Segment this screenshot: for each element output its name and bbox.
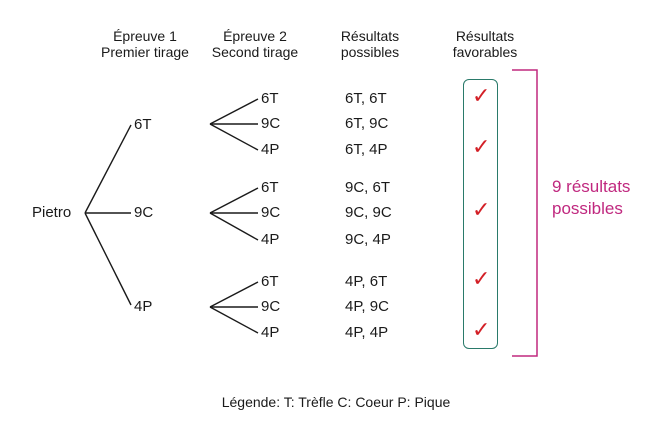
branch-root-4P <box>84 212 132 306</box>
outcome-9C-6T: 9C, 6T <box>345 179 391 196</box>
level2-label-g2-9C: 9C <box>261 204 281 221</box>
level2-label-g1-6T: 6T <box>261 90 279 107</box>
root-label: Pietro <box>32 204 72 221</box>
outcome-4P-6T: 4P, 6T <box>345 273 388 290</box>
branch-9C-4P <box>209 212 259 241</box>
level2-label-g3-4P: 4P <box>261 324 280 341</box>
header-epreuve-1-line1: Épreuve 1 <box>113 28 177 44</box>
outcome-6T-9C: 6T, 9C <box>345 115 389 132</box>
check-icon-9C-9C: ✓ <box>472 198 491 223</box>
branch-6T-4P <box>209 123 259 151</box>
level2-label-g2-6T: 6T <box>261 179 279 196</box>
level2-label-g2-4P: 4P <box>261 231 280 248</box>
total-results-line1: 9 résultats <box>552 177 631 196</box>
level2-label-g3-9C: 9C <box>261 298 281 315</box>
level1-label-9C: 9C <box>134 204 154 221</box>
outcome-9C-9C: 9C, 9C <box>345 204 392 221</box>
check-icon-4P-6T: ✓ <box>472 267 491 292</box>
level2-label-g1-9C: 9C <box>261 115 281 132</box>
level1-label-6T: 6T <box>134 116 152 133</box>
outcome-4P-4P: 4P, 4P <box>345 324 389 341</box>
outcome-6T-4P: 6T, 4P <box>345 141 388 158</box>
outcome-9C-4P: 9C, 4P <box>345 231 391 248</box>
favorable-results-box <box>463 79 498 349</box>
header-epreuve-1: Épreuve 1 Premier tirage <box>95 28 195 60</box>
branch-4P-6T <box>209 281 259 308</box>
legend: Légende: T: Trèfle C: Coeur P: Pique <box>221 394 451 410</box>
header-resultats-possibles: Résultats possibles <box>320 28 420 60</box>
header-resultats-favorables: Résultats favorables <box>435 28 535 60</box>
total-results-line2: possibles <box>552 199 623 218</box>
header-resultats-favorables-line2: favorables <box>452 44 518 60</box>
header-resultats-favorables-line1: Résultats <box>455 28 515 44</box>
total-results-label: 9 résultats possibles <box>552 176 630 220</box>
branch-6T-6T <box>209 98 259 125</box>
header-epreuve-1-line2: Premier tirage <box>101 44 189 60</box>
level2-label-g3-6T: 6T <box>261 273 279 290</box>
level2-label-g1-4P: 4P <box>261 141 280 158</box>
branch-root-6T <box>84 124 132 214</box>
header-epreuve-2-line1: Épreuve 2 <box>223 28 287 44</box>
check-icon-6T-6T: ✓ <box>472 84 491 109</box>
header-resultats-possibles-line2: possibles <box>340 44 400 60</box>
check-icon-6T-4P: ✓ <box>472 135 491 160</box>
header-epreuve-2-line2: Second tirage <box>211 44 299 60</box>
total-bracket <box>512 69 538 357</box>
level1-label-4P: 4P <box>134 298 153 315</box>
branch-4P-4P <box>209 306 259 334</box>
outcome-6T-6T: 6T, 6T <box>345 90 387 107</box>
branch-9C-6T <box>209 187 259 214</box>
header-resultats-possibles-line1: Résultats <box>340 28 400 44</box>
header-epreuve-2: Épreuve 2 Second tirage <box>205 28 305 60</box>
check-icon-4P-4P: ✓ <box>472 318 491 343</box>
outcome-4P-9C: 4P, 9C <box>345 298 389 315</box>
